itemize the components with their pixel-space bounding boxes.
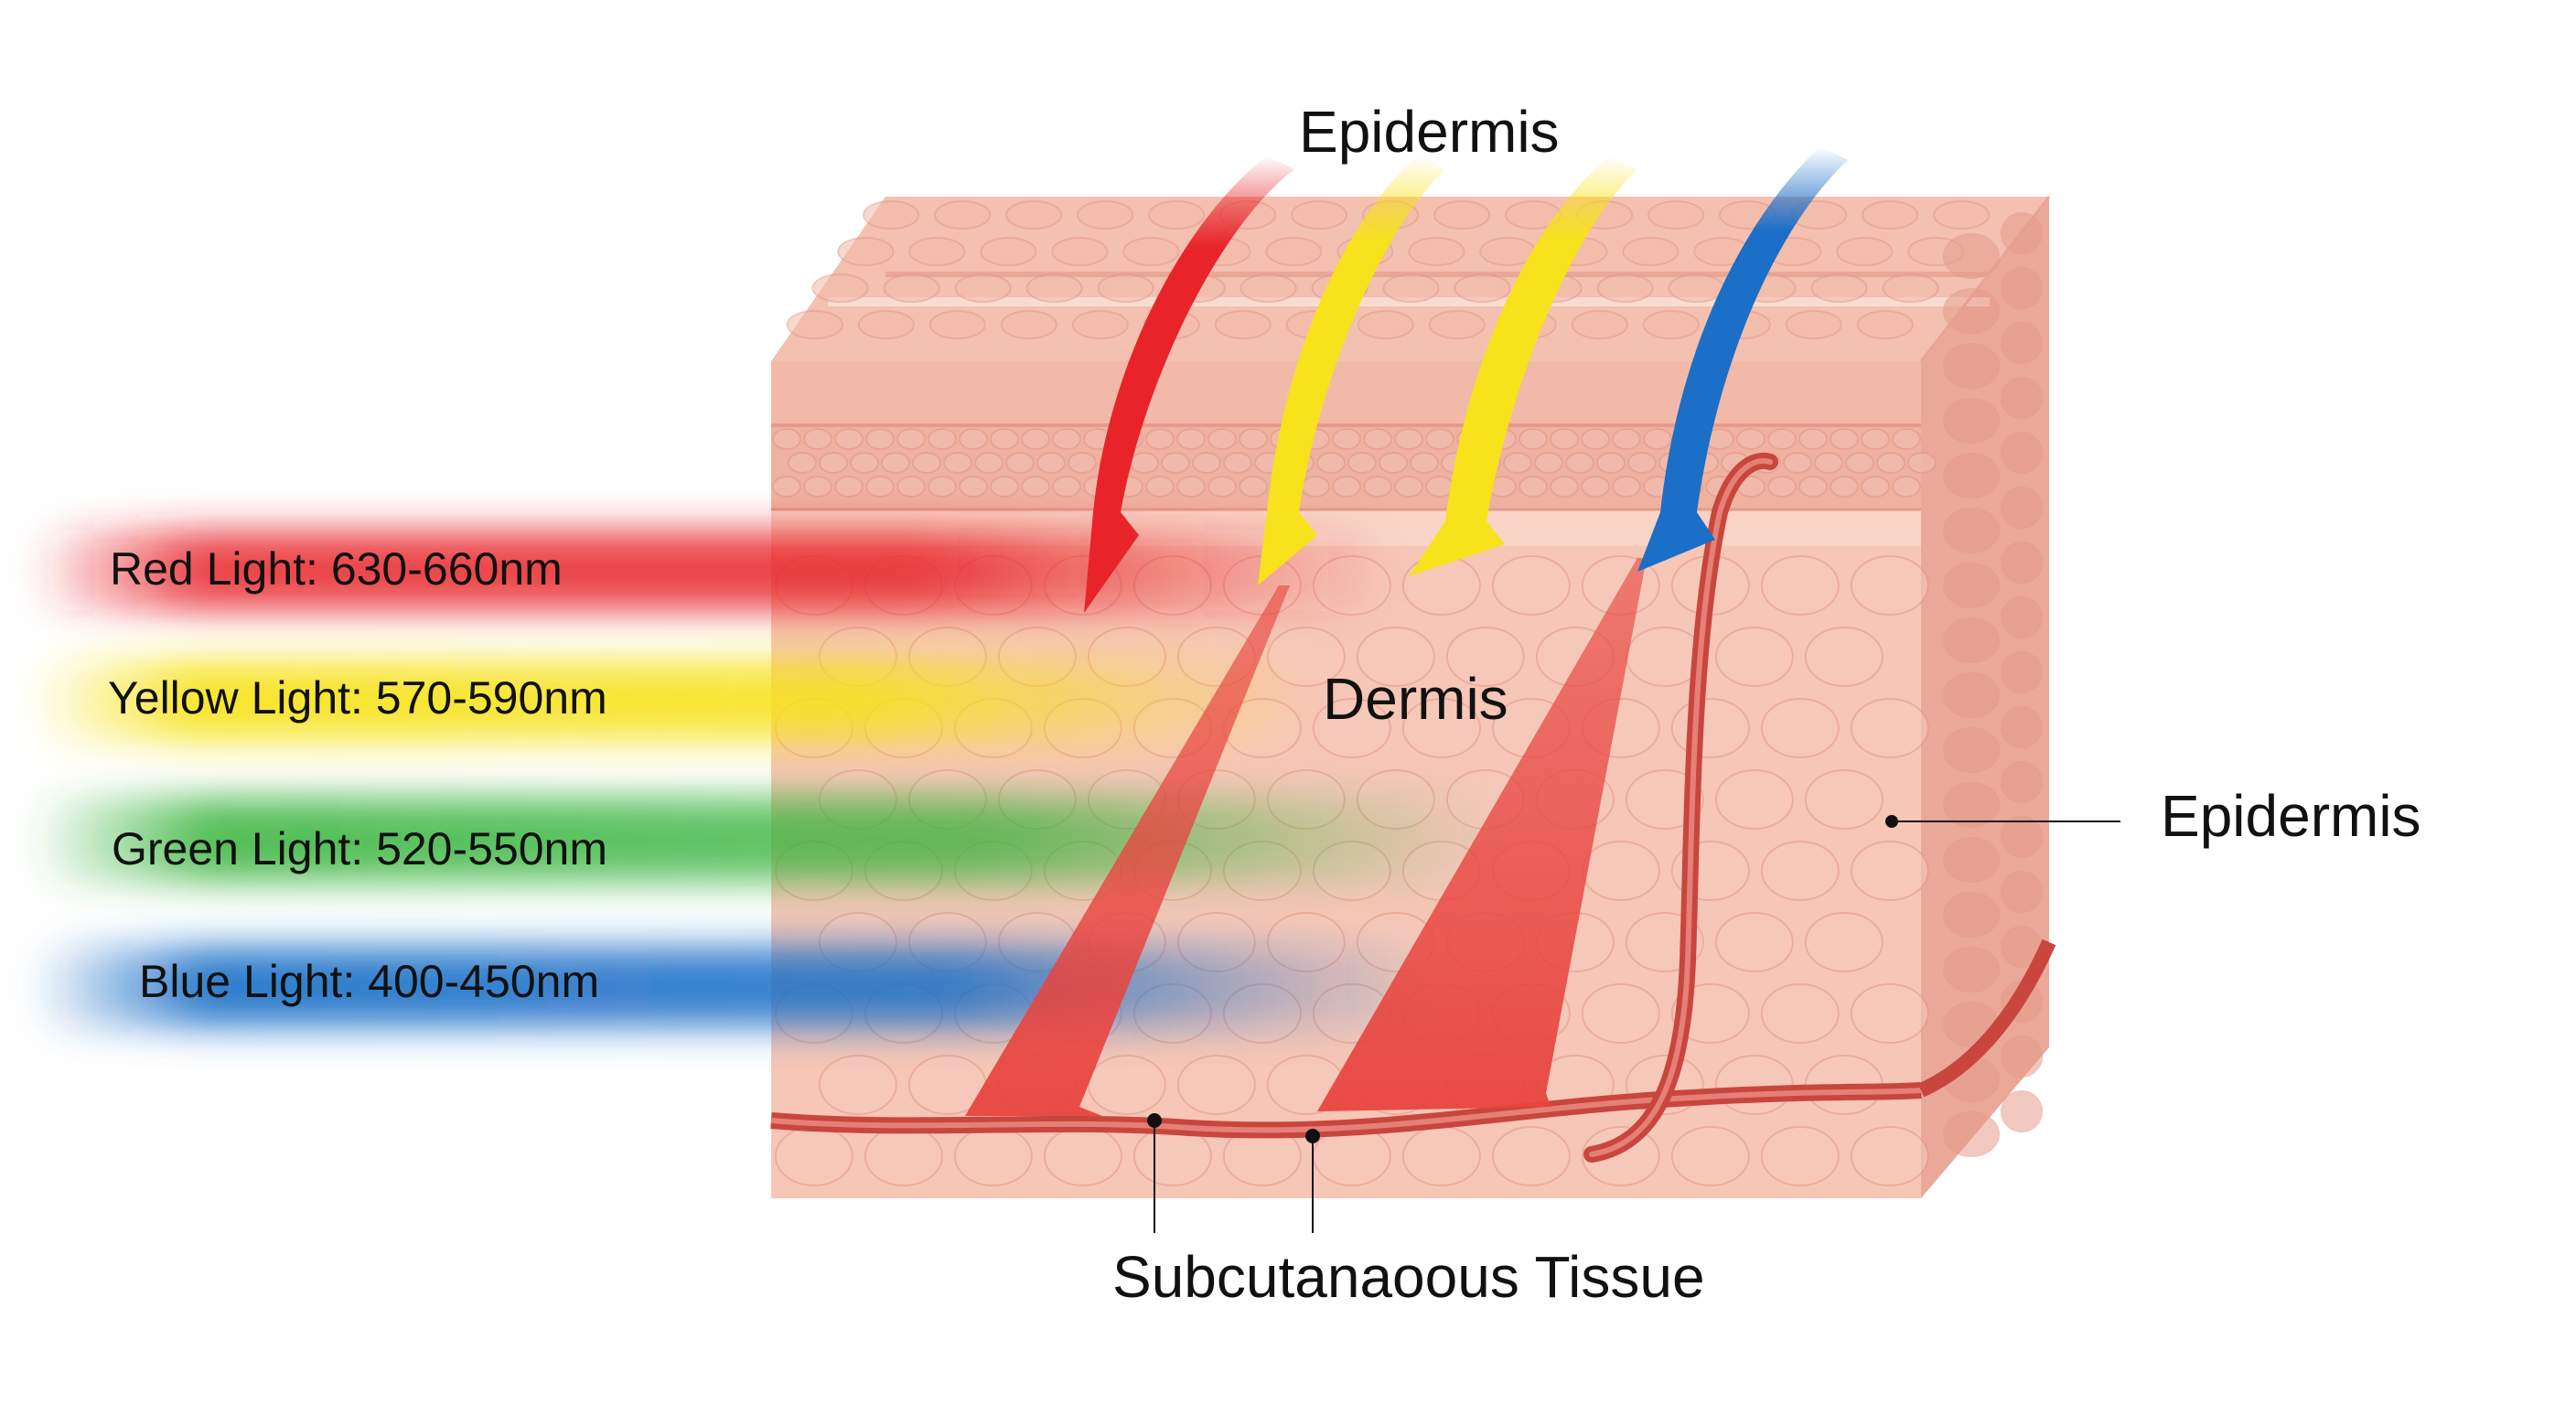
subcutaneous-tissue-label: Subcutanaoous Tissue [1112, 1244, 1705, 1310]
yellow-arrow-2 [1409, 156, 1637, 576]
epidermis-top-label: Epidermis [1299, 99, 1560, 165]
green-light-label: Green Light: 520-550nm [112, 823, 608, 874]
yellow-light-band [37, 660, 1317, 741]
vessel-wedge-left [965, 585, 1290, 1116]
leader-lines [1147, 815, 2120, 1233]
yellow-light-label: Yellow Light: 570-590nm [108, 672, 607, 724]
vessel-wedge-right [1317, 558, 1647, 1111]
epidermis-side-label: Epidermis [2161, 783, 2421, 849]
light-arrows [1084, 146, 1848, 613]
blue-light-label: Blue Light: 400-450nm [139, 956, 600, 1007]
red-light-label: Red Light: 630-660nm [110, 543, 563, 595]
yellow-arrow-1 [1258, 156, 1445, 585]
red-arrow [1084, 156, 1294, 613]
blood-vessels [770, 452, 2056, 1163]
blue-arrow [1637, 146, 1848, 572]
red-light-band [37, 531, 1390, 611]
dermis-label: Dermis [1323, 666, 1508, 732]
